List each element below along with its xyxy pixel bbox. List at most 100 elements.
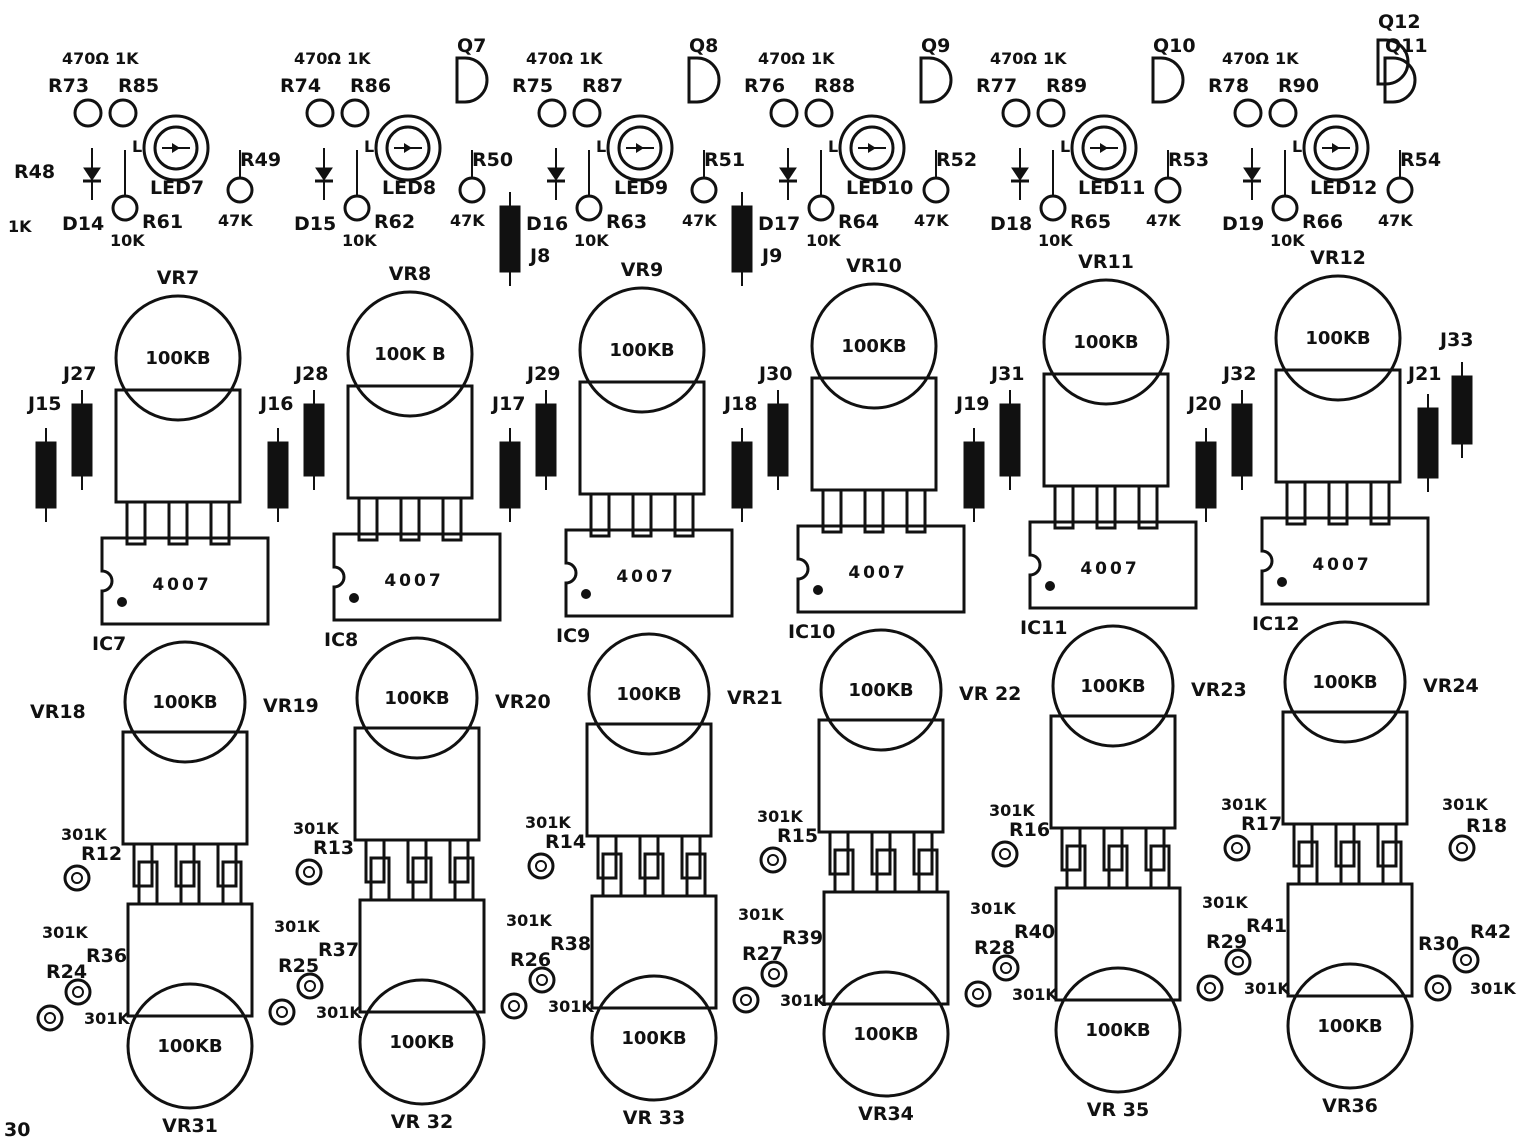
- resistor-label: R18: [1466, 815, 1507, 837]
- resistor-pad-R25: [268, 998, 296, 1026]
- pot-VR 35-leg-2: [1107, 844, 1129, 890]
- resistor-pad-R14: [527, 852, 555, 880]
- jumper-label: J9: [760, 245, 782, 267]
- pad-hole: [1231, 842, 1243, 854]
- jumper-label: J28: [293, 363, 329, 385]
- pot-VR19-body: [121, 730, 249, 846]
- pad-hole: [71, 872, 83, 884]
- pad-hole: [303, 866, 315, 878]
- resistor-value-301k: 301K: [780, 991, 826, 1010]
- resistor-pad-R15: [759, 846, 787, 874]
- diode-label: D18: [990, 213, 1032, 235]
- resistor-label: R66: [1302, 211, 1343, 233]
- resistor-label: R39: [782, 927, 823, 949]
- pad-hole: [508, 1000, 520, 1012]
- pot-label: VR 35: [1087, 1099, 1149, 1121]
- resistor-label: R12: [81, 843, 122, 865]
- resistor-label: R30: [1418, 933, 1459, 955]
- resistor-pad: [111, 194, 139, 222]
- pot-label: 30: [4, 1119, 30, 1141]
- resistor-value-301k: 301K: [274, 917, 320, 936]
- resistor-label: R85: [118, 75, 159, 97]
- led-polarity-mark: L: [828, 137, 838, 156]
- pot-label: VR20: [495, 691, 551, 713]
- pot-VR9-body: [578, 380, 706, 496]
- resistor-pad: [1036, 98, 1066, 128]
- pot-VR 22: [819, 628, 943, 752]
- resistor-value-301k: 301K: [506, 911, 552, 930]
- led-LED7: [142, 114, 210, 182]
- pot-label: VR31: [162, 1115, 218, 1137]
- led-LED12: [1302, 114, 1370, 182]
- pot-VR8-body: [346, 384, 474, 500]
- resistor-value-301k: 301K: [1221, 795, 1267, 814]
- pot-VR19: [123, 640, 247, 764]
- resistor-value-301k: 301K: [757, 807, 803, 826]
- pot-VR 35: [1054, 966, 1182, 1094]
- ic-IC10: [796, 524, 966, 614]
- diode-label: D19: [1222, 213, 1264, 235]
- resistor-label: R49: [240, 149, 281, 171]
- led-label: LED9: [614, 177, 668, 199]
- led-arrow: [172, 143, 180, 153]
- pot-VR 22-leg-2: [870, 830, 892, 876]
- pot-label: VR9: [621, 259, 664, 281]
- pot-VR12-leg-1: [1285, 480, 1307, 526]
- transistor-Q7: [455, 56, 489, 104]
- diode-D17: [779, 167, 797, 181]
- jumper-label: J8: [528, 245, 550, 267]
- pot-label: VR12: [1310, 247, 1366, 269]
- pot-label: VR19: [263, 695, 319, 717]
- resistor-label: R42: [1470, 921, 1511, 943]
- resistor-value-301k: 301K: [989, 801, 1035, 820]
- resistor-value-301k: 301K: [548, 997, 594, 1016]
- pot-label: VR10: [846, 255, 902, 277]
- diode-label: D15: [294, 213, 336, 235]
- pot-label: VR24: [1423, 675, 1479, 697]
- resistor-pad-R13: [295, 858, 323, 886]
- resistor-label: R28: [974, 937, 1015, 959]
- pad-hole: [1232, 956, 1244, 968]
- pot-value: 100KB: [384, 688, 449, 709]
- pot-value: 100KB: [841, 336, 906, 357]
- pad-hole: [1000, 962, 1012, 974]
- resistor-label: R87: [582, 75, 623, 97]
- pot-value: 100KB: [1312, 672, 1377, 693]
- resistor-value-470: 470Ω: [758, 49, 805, 68]
- transistor-label: Q10: [1153, 35, 1196, 57]
- pot-value: 100KB: [609, 340, 674, 361]
- pot-VR11-leg-1: [1053, 484, 1075, 530]
- led-polarity-mark: L: [1060, 137, 1070, 156]
- diode-label: D17: [758, 213, 800, 235]
- jumper-J20: [1195, 441, 1217, 509]
- jumper-label: J16: [258, 393, 294, 415]
- resistor-label: R16: [1009, 819, 1050, 841]
- resistor-value-470: 470Ω: [62, 49, 109, 68]
- pot-VR7-body: [114, 388, 242, 504]
- pot-VR10-leg-1: [821, 488, 843, 534]
- jumper-label: J15: [26, 393, 62, 415]
- jumper-label: J33: [1438, 329, 1474, 351]
- resistor-value-1k: 1K: [1043, 49, 1067, 68]
- pot-VR36-leg-1: [1297, 840, 1319, 886]
- led-lens: [849, 125, 895, 171]
- resistor-value-301k: 301K: [84, 1009, 130, 1028]
- pot-VR9: [578, 286, 706, 414]
- jumper-J16: [267, 441, 289, 509]
- pot-VR20-leg-3: [448, 838, 470, 884]
- resistor-value-301k: 301K: [316, 1003, 362, 1022]
- pot-label: VR18: [30, 701, 86, 723]
- resistor-pad-R42: [1452, 946, 1480, 974]
- pot-value: 100KB: [616, 684, 681, 705]
- pad-hole: [1432, 982, 1444, 994]
- pot-VR19-leg-2: [174, 842, 196, 888]
- pot-VR 33: [590, 974, 718, 1102]
- pot-VR21-body: [585, 722, 713, 838]
- jumper-label: J31: [989, 363, 1025, 385]
- resistor-label: R73: [48, 75, 89, 97]
- resistor-pad-R29: [1196, 974, 1224, 1002]
- pot-VR11: [1042, 278, 1170, 406]
- pot-VR12-leg-3: [1369, 480, 1391, 526]
- pot-label: VR11: [1078, 251, 1134, 273]
- resistor-label: R86: [350, 75, 391, 97]
